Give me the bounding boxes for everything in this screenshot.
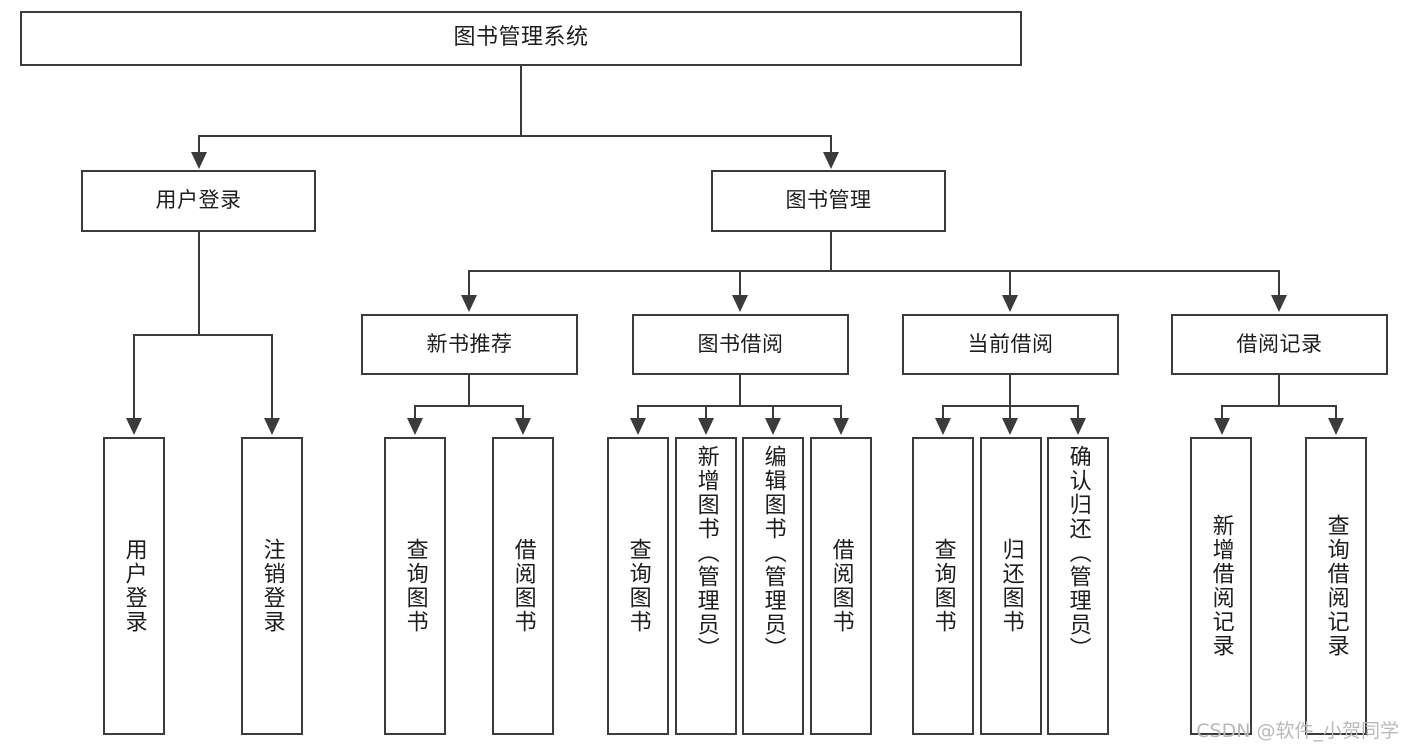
node-label: 编辑图书（管理员） bbox=[760, 445, 786, 661]
connector-bm-drop-3 bbox=[1009, 270, 1011, 297]
node-label: 借阅记录 bbox=[1236, 331, 1323, 356]
arrowhead-down-icon bbox=[264, 418, 280, 435]
arrowhead-down-icon bbox=[1002, 418, 1018, 435]
arrowhead-down-icon bbox=[630, 418, 646, 435]
node-label: 注销登录 bbox=[259, 538, 285, 634]
arrowhead-down-icon bbox=[191, 152, 207, 169]
connector-cb-drop-3 bbox=[1077, 405, 1079, 420]
arrowhead-down-icon bbox=[698, 418, 714, 435]
arrowhead-down-icon bbox=[823, 152, 839, 169]
connector-level1-bus bbox=[198, 135, 832, 137]
connector-nbr-bus bbox=[414, 405, 524, 407]
node-leaf-query-borrow-record[interactable]: 查询借阅记录 bbox=[1305, 437, 1367, 735]
connector-book-management-bus bbox=[468, 270, 1280, 272]
arrowhead-down-icon bbox=[765, 418, 781, 435]
connector-br-drop-2 bbox=[1335, 405, 1337, 420]
node-label: 新增借阅记录 bbox=[1208, 514, 1234, 658]
connector-bm-drop-1 bbox=[468, 270, 470, 297]
node-label: 查询图书 bbox=[402, 538, 428, 634]
node-label: 当前借阅 bbox=[967, 331, 1054, 356]
arrowhead-down-icon bbox=[833, 418, 849, 435]
node-leaf-edit-book-admin[interactable]: 编辑图书（管理员） bbox=[742, 437, 804, 735]
node-label: 用户登录 bbox=[121, 538, 147, 634]
connector-bb-stem bbox=[739, 375, 741, 406]
connector-root-stem bbox=[520, 66, 522, 136]
node-label: 图书借阅 bbox=[697, 331, 784, 356]
node-new-book-recommend[interactable]: 新书推荐 bbox=[361, 314, 578, 375]
connector-bm-drop-4 bbox=[1278, 270, 1280, 297]
arrowhead-down-icon bbox=[1271, 295, 1287, 312]
connector-br-drop-1 bbox=[1221, 405, 1223, 420]
node-label: 查询借阅记录 bbox=[1323, 514, 1349, 658]
arrowhead-down-icon bbox=[461, 295, 477, 312]
arrowhead-down-icon bbox=[1070, 418, 1086, 435]
node-label: 图书管理系统 bbox=[453, 25, 589, 51]
connector-level1-drop-left bbox=[198, 135, 200, 157]
arrowhead-down-icon bbox=[407, 418, 423, 435]
connector-user-login-bus bbox=[133, 334, 273, 336]
node-leaf-add-book-admin[interactable]: 新增图书（管理员） bbox=[675, 437, 737, 735]
node-borrow-records[interactable]: 借阅记录 bbox=[1171, 314, 1388, 375]
connector-cb-drop-1 bbox=[942, 405, 944, 420]
watermark-text: CSDN @软件_小贺同学 bbox=[1196, 720, 1399, 742]
connector-br-bus bbox=[1221, 405, 1337, 407]
node-label: 查询图书 bbox=[625, 538, 651, 634]
node-leaf-user-logout[interactable]: 注销登录 bbox=[241, 437, 303, 735]
connector-cb-stem bbox=[1009, 375, 1011, 406]
node-user-login[interactable]: 用户登录 bbox=[81, 170, 316, 232]
node-root-system[interactable]: 图书管理系统 bbox=[20, 11, 1022, 66]
node-leaf-borrow-book-bb[interactable]: 借阅图书 bbox=[810, 437, 872, 735]
node-label: 确认归还（管理员） bbox=[1065, 445, 1091, 661]
node-leaf-borrow-book-nbr[interactable]: 借阅图书 bbox=[492, 437, 554, 735]
arrowhead-down-icon bbox=[1214, 418, 1230, 435]
connector-user-login-stem bbox=[198, 232, 200, 335]
node-label: 借阅图书 bbox=[510, 538, 536, 634]
connector-bm-drop-2 bbox=[739, 270, 741, 297]
node-label: 新增图书（管理员） bbox=[693, 445, 719, 661]
connector-bb-bus bbox=[637, 405, 842, 407]
node-label: 用户登录 bbox=[155, 188, 242, 213]
node-leaf-user-login[interactable]: 用户登录 bbox=[103, 437, 165, 735]
connector-level1-drop-right bbox=[830, 135, 832, 157]
connector-user-login-drop-2 bbox=[271, 334, 273, 420]
node-leaf-return-book[interactable]: 归还图书 bbox=[980, 437, 1042, 735]
connector-bb-drop-4 bbox=[840, 405, 842, 420]
arrowhead-down-icon bbox=[1002, 295, 1018, 312]
node-label: 新书推荐 bbox=[426, 331, 513, 356]
arrowhead-down-icon bbox=[515, 418, 531, 435]
node-leaf-query-book-nbr[interactable]: 查询图书 bbox=[384, 437, 446, 735]
arrowhead-down-icon bbox=[1328, 418, 1344, 435]
connector-bb-drop-2 bbox=[705, 405, 707, 420]
node-label: 借阅图书 bbox=[828, 538, 854, 634]
node-current-borrow[interactable]: 当前借阅 bbox=[902, 314, 1119, 375]
connector-nbr-drop-1 bbox=[414, 405, 416, 420]
connector-nbr-stem bbox=[468, 375, 470, 406]
node-book-management[interactable]: 图书管理 bbox=[711, 170, 946, 232]
arrowhead-down-icon bbox=[126, 418, 142, 435]
connector-bb-drop-1 bbox=[637, 405, 639, 420]
connector-book-management-stem bbox=[830, 232, 832, 271]
node-leaf-confirm-return-admin[interactable]: 确认归还（管理员） bbox=[1047, 437, 1109, 735]
node-label: 图书管理 bbox=[785, 188, 872, 213]
node-leaf-add-borrow-record[interactable]: 新增借阅记录 bbox=[1190, 437, 1252, 735]
node-leaf-query-book-cb[interactable]: 查询图书 bbox=[912, 437, 974, 735]
arrowhead-down-icon bbox=[935, 418, 951, 435]
connector-nbr-drop-2 bbox=[522, 405, 524, 420]
node-leaf-query-book-bb[interactable]: 查询图书 bbox=[607, 437, 669, 735]
connector-bb-drop-3 bbox=[772, 405, 774, 420]
arrowhead-down-icon bbox=[732, 295, 748, 312]
node-book-borrow[interactable]: 图书借阅 bbox=[632, 314, 849, 375]
connector-user-login-drop-1 bbox=[133, 334, 135, 420]
node-label: 归还图书 bbox=[998, 538, 1024, 634]
node-label: 查询图书 bbox=[930, 538, 956, 634]
connector-cb-drop-2 bbox=[1009, 405, 1011, 420]
connector-br-stem bbox=[1278, 375, 1280, 406]
